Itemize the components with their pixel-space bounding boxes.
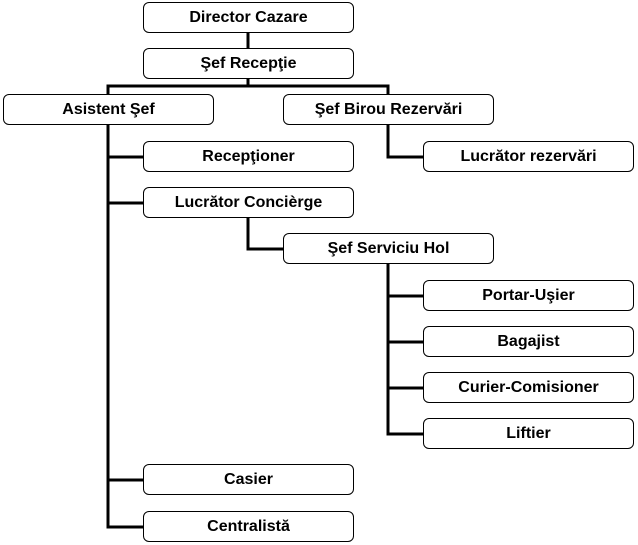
node-sef-birou-rezervari: Şef Birou Rezervări [283,94,494,125]
node-centralista: Centralistă [143,511,354,542]
node-lucrator-concierge: Lucrător Concièrge [143,187,354,218]
node-receptioner: Recepţioner [143,141,354,172]
node-liftier: Liftier [423,418,634,449]
node-director-cazare: Director Cazare [143,2,354,33]
node-sef-receptie: Şef Recepţie [143,48,354,79]
node-portar-usier: Portar-Uşier [423,280,634,311]
node-asistent-sef: Asistent Şef [3,94,214,125]
node-casier: Casier [143,464,354,495]
node-curier-comisioner: Curier-Comisioner [423,372,634,403]
node-lucrator-rezervari: Lucrător rezervări [423,141,634,172]
node-sef-serviciu-hol: Şef Serviciu Hol [283,233,494,264]
node-bagajist: Bagajist [423,326,634,357]
